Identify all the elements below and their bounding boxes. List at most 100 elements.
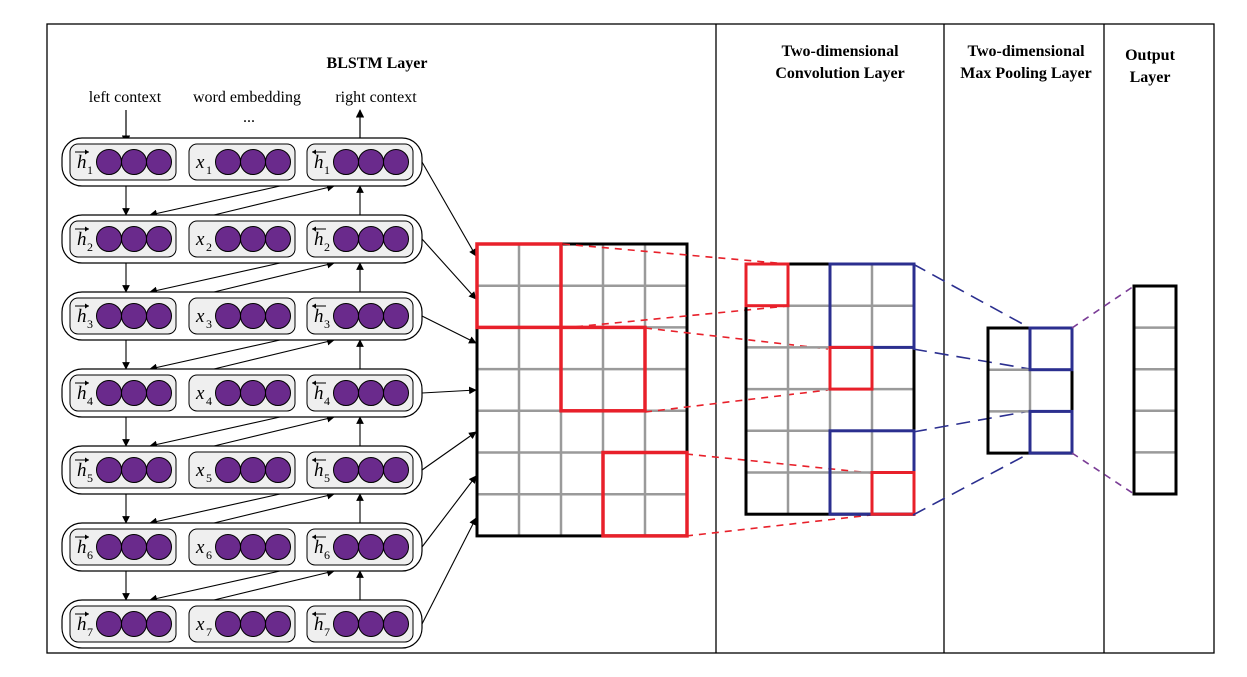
forward-symbol: h [77, 614, 87, 635]
neuron [215, 611, 241, 637]
neuron [146, 534, 172, 560]
pooled-cell [1028, 326, 1074, 372]
conv-kernel-window [559, 325, 647, 413]
neuron [333, 149, 359, 175]
input-to-forward-arrow [149, 570, 281, 603]
grid-border [475, 242, 689, 538]
neuron [358, 380, 384, 406]
forward-symbol: h [77, 229, 87, 250]
neuron [383, 457, 409, 483]
forward-subscript: 2 [87, 240, 93, 254]
conv-layer-title-line2: Convolution Layer [775, 65, 904, 82]
backward-subscript: 7 [324, 625, 330, 639]
output-grid [1132, 284, 1178, 496]
neuron [383, 534, 409, 560]
forward-subscript: 6 [87, 548, 93, 562]
forward-symbol: h [77, 537, 87, 558]
input-symbol: x [195, 306, 205, 327]
neuron [333, 380, 359, 406]
arrowhead [85, 226, 89, 232]
word-embedding-label: word embedding [193, 89, 301, 106]
input-to-backward-arrow [213, 568, 335, 601]
neuron [215, 534, 241, 560]
neuron [358, 534, 384, 560]
neuron [215, 149, 241, 175]
forward-symbol: h [77, 152, 87, 173]
forward-symbol: h [77, 306, 87, 327]
neuron [358, 611, 384, 637]
pooling-feature-map [986, 326, 1074, 455]
input-subscript: 1 [206, 163, 212, 177]
neuron [265, 380, 291, 406]
neuron [96, 380, 122, 406]
neuron [121, 380, 147, 406]
input-to-forward-arrow [149, 493, 281, 526]
neuron [358, 226, 384, 252]
neuron [240, 611, 266, 637]
neuron [383, 303, 409, 329]
feature-matrix-connections [421, 161, 477, 625]
conv-layer-title-line1: Two-dimensional [781, 43, 899, 60]
neuron [265, 534, 291, 560]
backward-subscript: 6 [324, 548, 330, 562]
feed-arrow [421, 386, 477, 395]
input-to-backward-arrow [213, 260, 335, 293]
neuron [358, 149, 384, 175]
input-to-backward-arrow [213, 414, 335, 447]
input-symbol: x [195, 383, 205, 404]
forward-subscript: 7 [87, 625, 93, 639]
neuron [146, 611, 172, 637]
arrowhead [85, 457, 89, 463]
arrowhead [85, 380, 89, 386]
backward-symbol: h [314, 537, 324, 558]
feed-arrow [421, 315, 477, 344]
neuron [265, 303, 291, 329]
input-to-backward-arrow [213, 337, 335, 370]
backward-symbol: h [314, 152, 324, 173]
neuron [96, 149, 122, 175]
conv-to-pool-links [912, 263, 1031, 516]
backward-symbol: h [314, 614, 324, 635]
feed-arrow [421, 161, 477, 257]
neuron [146, 149, 172, 175]
neuron [383, 611, 409, 637]
neuron [333, 457, 359, 483]
output-vector [1132, 284, 1178, 496]
arrowhead [312, 149, 316, 155]
input-subscript: 3 [206, 317, 212, 331]
conv-output-cell [870, 471, 916, 516]
neuron [146, 226, 172, 252]
neuron [333, 303, 359, 329]
input-to-forward-arrow [149, 339, 281, 372]
neuron [333, 611, 359, 637]
neuron [215, 226, 241, 252]
neuron [383, 149, 409, 175]
backward-subscript: 3 [324, 317, 330, 331]
conv-kernel-window [475, 242, 563, 330]
neuron [265, 149, 291, 175]
feature-matrix-grid [475, 242, 689, 538]
forward-symbol: h [77, 460, 87, 481]
neuron [383, 226, 409, 252]
neuron [96, 611, 122, 637]
backward-symbol: h [314, 306, 324, 327]
input-symbol: x [195, 460, 205, 481]
input-subscript: 4 [206, 394, 212, 408]
input-to-forward-arrow [149, 185, 281, 218]
neuron [358, 303, 384, 329]
blstm-layer-title: BLSTM Layer [327, 55, 428, 72]
